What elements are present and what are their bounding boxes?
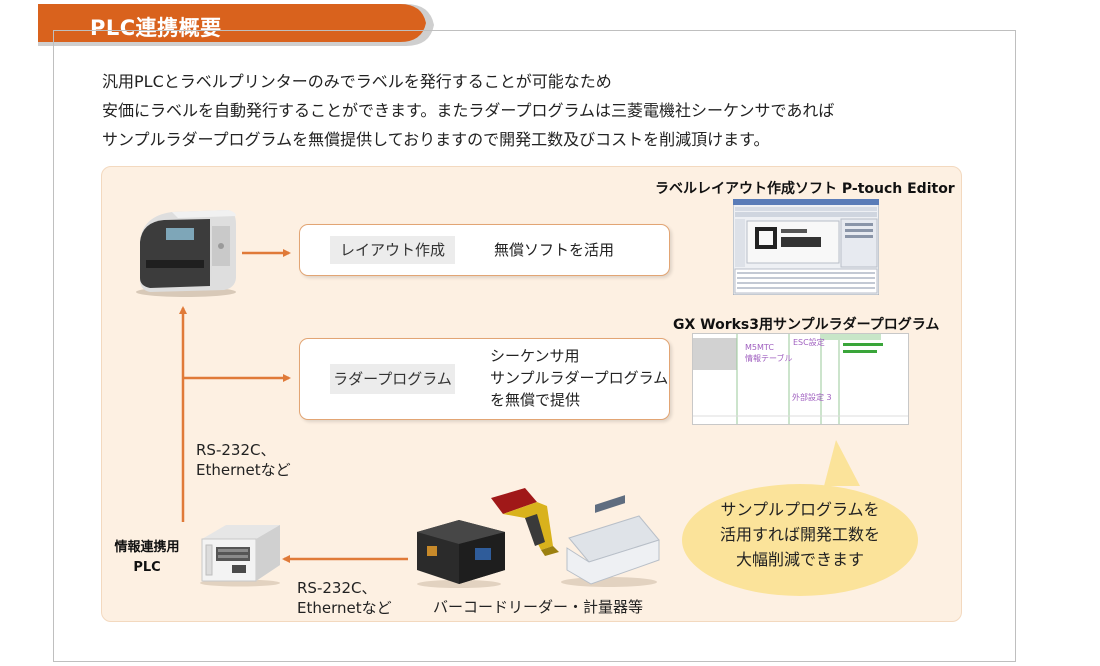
intro-line-2: 安価にラベルを自動発行することができます。またラダープログラムは三菱電機社シーケ… [102,101,835,120]
label-printer-icon [136,210,236,297]
gx-screen-label-4: 外部設定 3 [792,393,832,402]
callout-line-3: 大幅削減できます [735,550,864,569]
link-label-vertical-1: RS-232C、 [196,441,276,459]
ladder-program-desc-2: サンプルラダープログラム [490,369,669,387]
handheld-barcode-scanner-icon [491,488,559,556]
callout-line-1: サンプルプログラムを [720,500,880,519]
link-label-horizontal-1: RS-232C、 [297,579,377,597]
content-panel [53,30,1016,662]
editor-caption: ラベルレイアウト作成ソフト P-touch Editor [655,181,955,197]
devices-label: バーコードリーダー・計量器等 [433,598,644,616]
page-title: PLC連携概要 [90,16,222,40]
callout-bubble [682,440,918,596]
plc-label-line-1: 情報連携用 [114,540,180,555]
gx-screen-label-1: ESC設定 [793,338,825,347]
layout-creation-box: レイアウト作成 無償ソフトを活用 [299,224,670,276]
plc-label-line-2: PLC [133,560,161,575]
gx-works-caption: GX Works3用サンプルラダープログラム [673,317,940,333]
layout-creation-tag: レイアウト作成 [330,236,455,264]
ladder-program-tag: ラダープログラム [330,364,455,394]
plc-label: 情報連携用 PLC [106,538,188,578]
intro-line-3: サンプルラダープログラムを無償提供しておりますので開発工数及びコストを削減頂けま… [102,130,770,149]
gx-works-screen-graphic [693,334,908,424]
link-label-horizontal-2: Ethernetなど [297,599,392,617]
fixed-barcode-reader-icon [417,520,505,588]
gx-works-screenshot: ESC設定 M5MTC 情報テーブル 外部設定 3 [692,333,909,425]
title-tab-shape [38,4,434,46]
weighing-scale-icon [561,495,660,587]
link-label-vertical-2: Ethernetなど [196,461,291,479]
callout-line-2: 活用すれば開発工数を [719,525,880,544]
ladder-program-box: ラダープログラム シーケンサ用 サンプルラダープログラム を無償で提供 [299,338,670,420]
section-title-tab: PLC連携概要 [38,4,434,46]
callout-text: サンプルプログラムを 活用すれば開発工数を 大幅削減できます [700,497,900,572]
p-touch-editor-screenshot [733,199,879,295]
ladder-program-desc-1: シーケンサ用 [490,347,580,365]
ladder-program-desc-3: を無償で提供 [490,391,581,409]
intro-line-1: 汎用PLCとラベルプリンターのみでラベルを発行することが可能なため [102,72,612,91]
plc-unit-icon [200,525,280,587]
gx-screen-label-3: 情報テーブル [745,354,793,363]
gx-screen-label-2: M5MTC [745,343,774,352]
devices-illustration [417,488,660,588]
layout-creation-desc: 無償ソフトを活用 [494,241,615,259]
